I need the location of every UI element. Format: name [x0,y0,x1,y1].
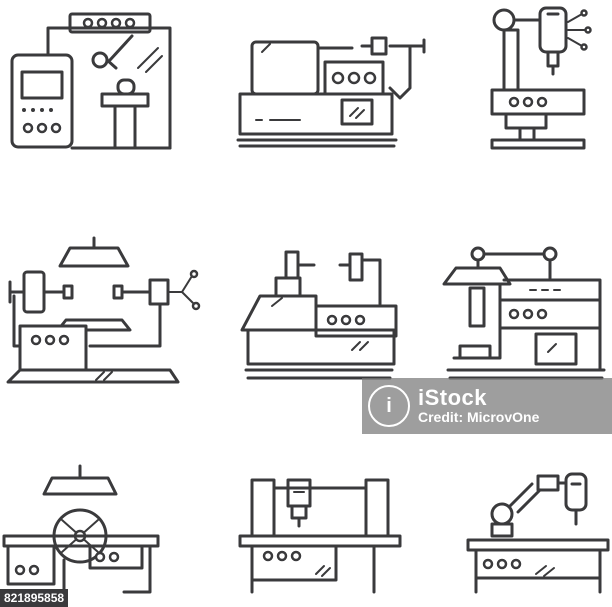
watermark-text: iStock Credit: MicrovOne [418,386,539,426]
istock-watermark: i iStock Credit: MicrovOne [362,378,612,434]
lathe-machine-icon [236,36,426,148]
circular-saw-machine-icon [2,464,160,594]
press-machine-icon [442,246,606,380]
watermark-brand: iStock [418,385,488,411]
boring-machine-icon [6,236,201,384]
watermark-credit: Credit: MicrovOne [418,409,540,426]
robot-arm-machine-icon [466,472,610,594]
istock-logo-icon: i [368,385,410,427]
drill-press-icon [490,6,592,150]
image-id-label: 821895858 [0,589,69,607]
gantry-router-icon [238,478,402,594]
cnc-milling-machine-icon [240,250,398,380]
industrial-machine-icon [10,12,172,150]
